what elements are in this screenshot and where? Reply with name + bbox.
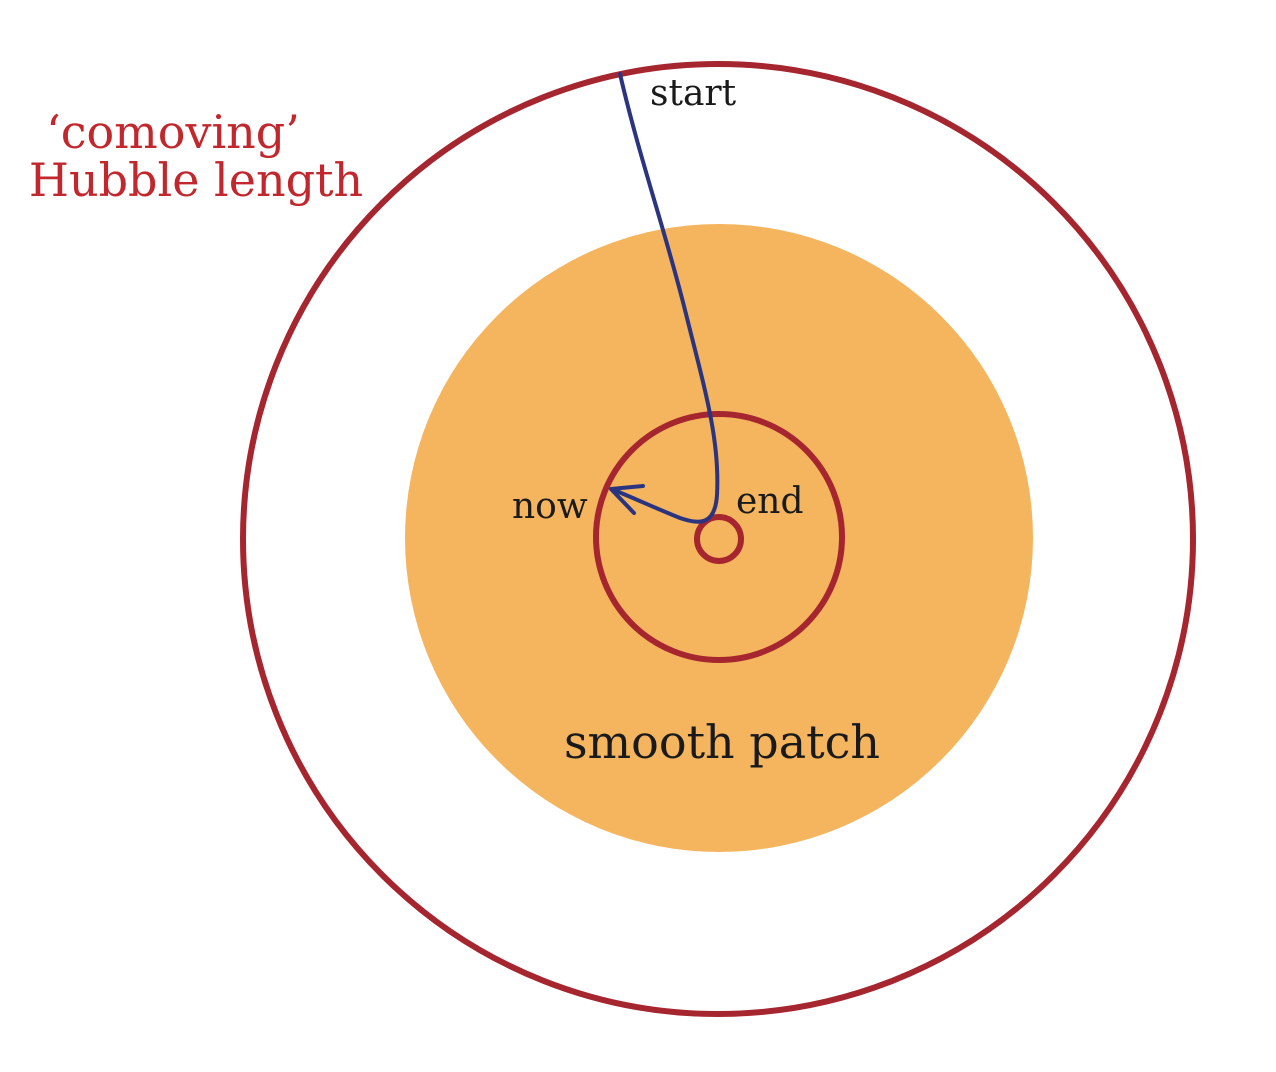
smooth-patch-disc [405, 224, 1033, 852]
hubble-circle-start [240, 61, 1196, 1017]
start-label: start [650, 73, 737, 114]
hubble-circle-now [593, 411, 845, 663]
now-label: now [512, 486, 588, 527]
comoving-label: ‘comoving’ [46, 105, 300, 159]
trajectory-arrowhead [609, 484, 645, 515]
end-label: end [736, 481, 804, 522]
hubble-circle-end [694, 514, 744, 564]
trajectory-curve [612, 72, 720, 524]
hubble-length-label: Hubble length [29, 153, 363, 207]
smooth-patch-label: smooth patch [564, 715, 880, 769]
